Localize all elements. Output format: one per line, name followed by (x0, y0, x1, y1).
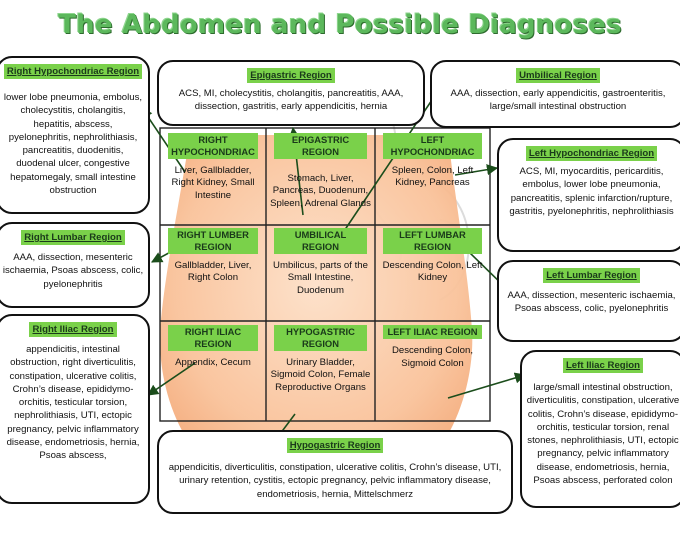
box-right-iliac: Right Iliac Region appendicitis, intesti… (0, 314, 150, 504)
cell-left-iliac: LEFT ILIAC REGION Descending Colon, Sigm… (375, 325, 490, 421)
arrow-left-iliac (447, 372, 527, 399)
cell-left-lumbar: LEFT LUMBAR REGION Descending Colon, Lef… (375, 228, 490, 321)
region-grid (159, 127, 491, 422)
cell-organs: Descending Colon, Left Kidney (382, 259, 483, 284)
box-header: Right Lumbar Region (21, 230, 125, 246)
box-diagnoses: appendicitis, intestinal obstruction, ri… (6, 344, 140, 462)
box-left-lumbar: Left Lumbar Region AAA, dissection, mese… (497, 260, 680, 342)
box-diagnoses: appendicitis, diverticulitis, constipati… (168, 462, 502, 500)
box-right-lumbar: Right Lumbar Region AAA, dissection, mes… (0, 222, 150, 308)
box-diagnoses: ACS, MI, myocarditis, pericarditis, embo… (509, 166, 674, 217)
cell-organs: Liver, Gallbladder, Right Kidney, Small … (171, 164, 255, 202)
cell-organs: Gallbladder, Liver, Right Colon (174, 259, 252, 284)
page-title: The Abdomen and Possible Diagnoses (58, 10, 622, 40)
box-diagnoses: ACS, MI, cholecystitis, cholangitis, pan… (178, 88, 404, 113)
box-epigastric: Epigastric Region ACS, MI, cholecystitis… (157, 60, 425, 126)
box-header: Left Lumbar Region (543, 268, 640, 284)
cell-right-lumbar: RIGHT LUMBER REGION Gallbladder, Liver, … (160, 228, 266, 321)
box-header: Epigastric Region (247, 68, 335, 84)
cell-organs: Descending Colon, Sigmoid Colon (391, 344, 474, 369)
cell-header: HYPOGASTRIC REGION (274, 325, 367, 351)
cell-header: RIGHT HYPOCHONDRIAC (168, 133, 258, 159)
arrow-left-hypochondriac (454, 164, 499, 176)
cell-header: EPIGASTRIC REGION (274, 133, 367, 159)
cell-right-iliac: RIGHT ILIAC REGION Appendix, Cecum (160, 325, 266, 421)
cell-organs: Stomach, Liver, Pancreas, Duodenum, Sple… (270, 172, 371, 210)
box-diagnoses: AAA, dissection, early appendicitis, gas… (450, 88, 666, 113)
torso-shape (159, 135, 473, 470)
box-umbilical: Umbilical Region AAA, dissection, early … (430, 60, 680, 128)
box-header: Right Iliac Region (29, 322, 117, 338)
box-diagnoses: lower lobe pneumonia, embolus, cholecyst… (3, 92, 143, 196)
box-hypogastric: Hypogastric Region appendicitis, diverti… (157, 430, 513, 514)
box-diagnoses: AAA, dissection, mesenteric ischaemia, P… (507, 290, 676, 315)
cell-header: LEFT HYPOCHONDRIAC (383, 133, 482, 159)
box-header: Umbilical Region (516, 68, 600, 84)
cell-umbilical: UMBILICAL REGION Umbilicus, parts of the… (266, 228, 375, 321)
box-left-hypochondriac: Left Hypochondriac Region ACS, MI, myoca… (497, 138, 680, 252)
box-diagnoses: AAA, dissection, mesenteric ischaemia, P… (2, 252, 144, 290)
box-right-hypochondriac: Right Hypochondriac Region lower lobe pn… (0, 56, 150, 214)
box-header: Right Hypochondriac Region (3, 64, 143, 80)
box-left-iliac: Left Iliac Region large/small intestinal… (520, 350, 680, 508)
box-header: Left Hypochondriac Region (525, 146, 658, 162)
arrow-right-iliac (147, 362, 196, 396)
cell-header: UMBILICAL REGION (274, 228, 367, 254)
cell-organs: Umbilicus, parts of the Small Intestine,… (273, 259, 368, 297)
cell-organs: Appendix, Cecum (175, 356, 251, 368)
box-header: Left Iliac Region (562, 358, 644, 374)
cell-left-hypochondriac: LEFT HYPOCHONDRIAC Spleen, Colon, Left K… (375, 133, 490, 225)
cell-header: LEFT LUMBAR REGION (383, 228, 482, 254)
cell-header: RIGHT ILIAC REGION (168, 325, 258, 351)
cell-organs: Urinary Bladder, Sigmoid Colon, Female R… (270, 356, 371, 394)
box-header: Hypogastric Region (286, 438, 384, 454)
cell-header: RIGHT LUMBER REGION (168, 228, 258, 254)
cell-header: LEFT ILIAC REGION (383, 325, 482, 339)
cell-organs: Spleen, Colon, Left Kidney, Pancreas (391, 164, 474, 189)
cell-hypogastric: HYPOGASTRIC REGION Urinary Bladder, Sigm… (266, 325, 375, 421)
cell-epigastric: EPIGASTRIC REGION Stomach, Liver, Pancre… (266, 133, 375, 225)
cell-right-hypochondriac: RIGHT HYPOCHONDRIAC Liver, Gallbladder, … (160, 133, 266, 225)
box-diagnoses: large/small intestinal obstruction, dive… (526, 382, 680, 486)
